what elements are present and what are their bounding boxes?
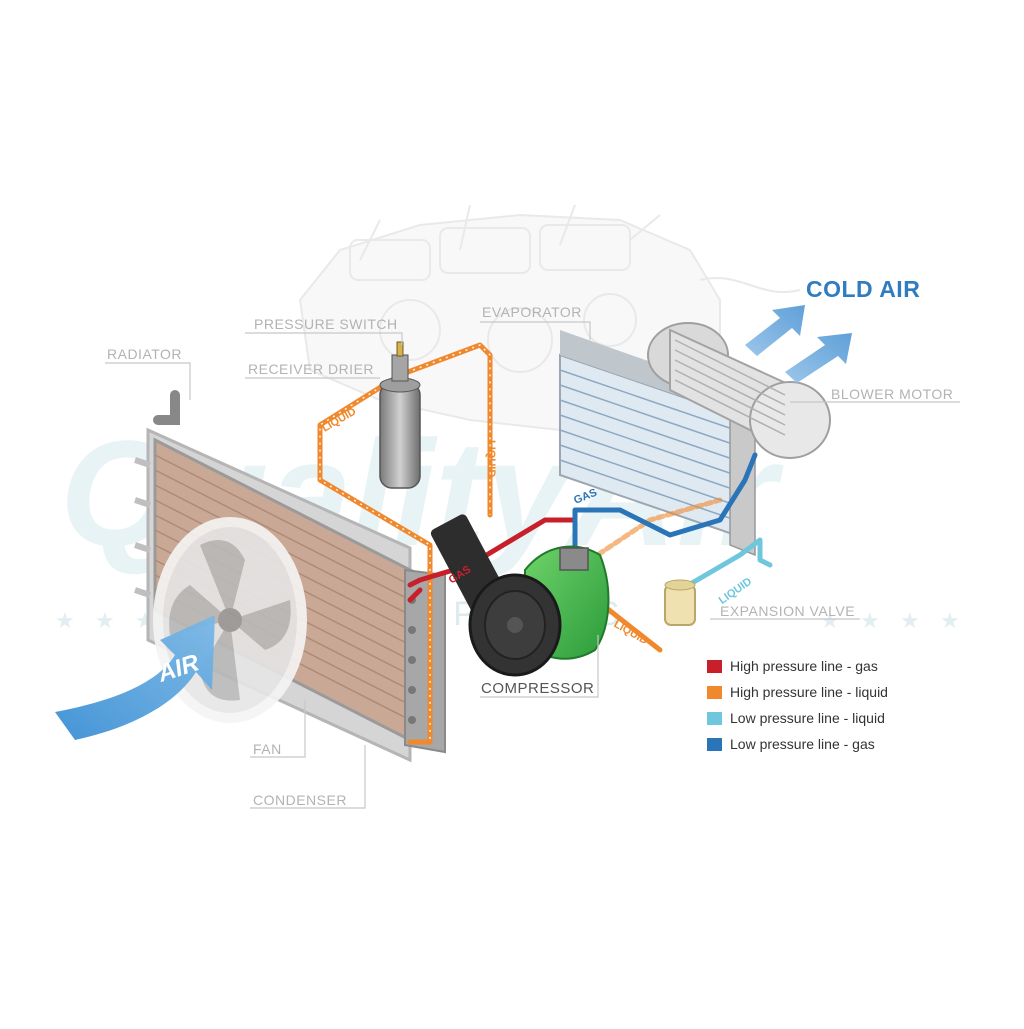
low-pressure-liquid-line [677,537,773,593]
svg-text:★: ★ [860,609,880,634]
svg-text:★: ★ [900,609,920,634]
low-pressure-gas-line [572,452,758,548]
svg-text:★: ★ [820,609,840,634]
fan-label: FAN [253,741,282,757]
svg-text:★: ★ [55,609,75,634]
svg-text:★: ★ [95,609,115,634]
expansion-valve [664,579,696,626]
legend-label: High pressure line - liquid [730,684,888,700]
blower-motor-label: BLOWER MOTOR [831,386,954,402]
legend-swatch-high-gas [707,659,722,673]
liquid-tag-2: LIQUID [485,440,497,477]
legend-label: Low pressure line - gas [730,736,875,752]
receiver-drier-label: RECEIVER DRIER [248,361,375,377]
legend-label: High pressure line - gas [730,658,878,674]
compressor [430,514,610,677]
cold-air-label: COLD AIR [806,276,921,302]
legend-item: High pressure line - gas [707,653,1007,679]
leader-lines [105,321,960,809]
evaporator-label: EVAPORATOR [482,304,582,320]
svg-text:★: ★ [940,609,960,634]
high-pressure-liquid-dots [319,344,491,742]
legend-swatch-low-gas [707,737,722,751]
radiator-label: RADIATOR [107,346,183,362]
blower-motor [647,322,831,459]
expansion-valve-label: EXPANSION VALVE [720,603,856,619]
legend-label: Low pressure line - liquid [730,710,885,726]
condenser-label: CONDENSER [253,792,347,808]
cold-air-arrows [745,305,852,383]
legend-item: Low pressure line - liquid [707,705,1007,731]
air-arrow [55,615,215,740]
compressor-label: COMPRESSOR [481,680,595,697]
legend: High pressure line - gas High pressure l… [707,653,1007,757]
receiver-drier [379,341,421,489]
legend-item: High pressure line - liquid [707,679,1007,705]
pressure-switch-label: PRESSURE SWITCH [254,316,398,332]
legend-swatch-high-liquid [707,685,722,699]
legend-item: Low pressure line - gas [707,731,1007,757]
legend-swatch-low-liquid [707,711,722,725]
